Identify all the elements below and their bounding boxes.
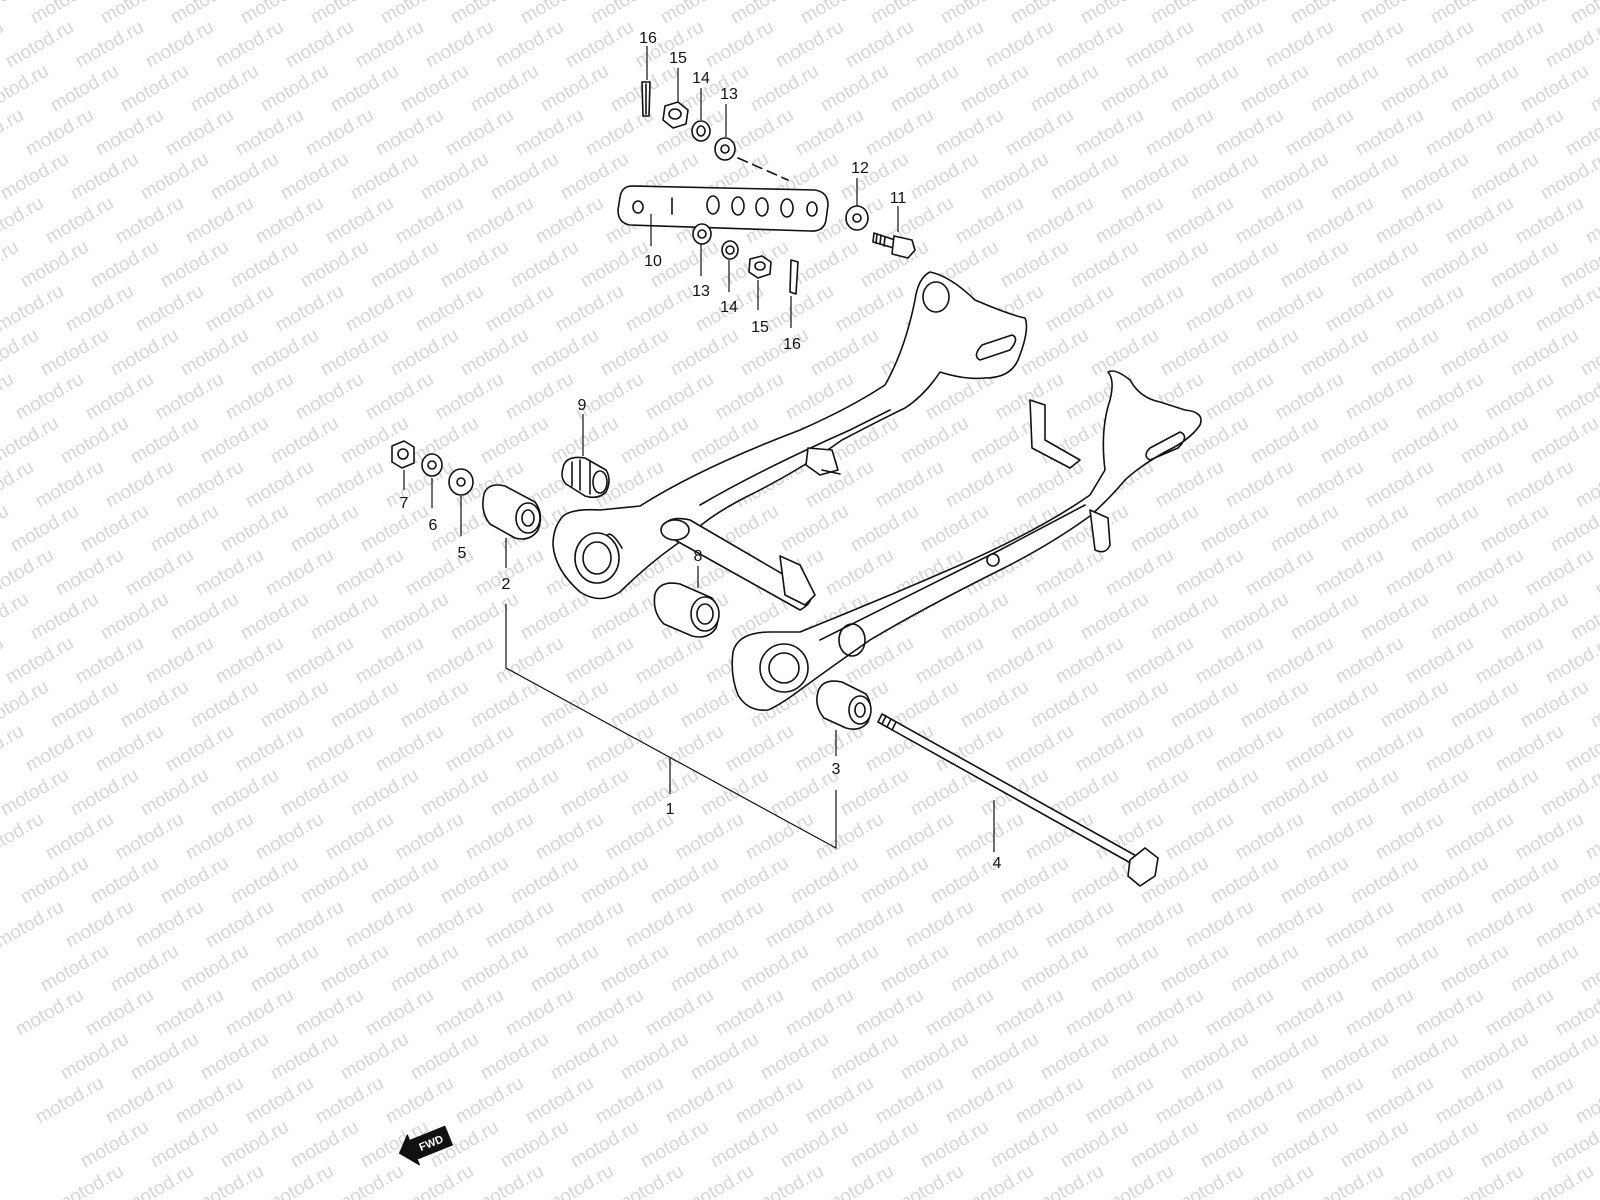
callout-6: 6 (429, 517, 438, 534)
callout-8: 8 (694, 548, 703, 565)
watermark-text: motod.ru (0, 61, 52, 117)
watermark-text: motod.ru (1547, 1117, 1600, 1173)
callout-10: 10 (644, 253, 662, 270)
watermark-text: motod.ru (1582, 809, 1600, 865)
watermark-text: motod.ru (1582, 193, 1600, 249)
callout-14-bottom: 14 (720, 299, 738, 316)
callout-16-top: 16 (639, 30, 657, 47)
callout-13-bottom: 13 (692, 283, 710, 300)
callout-16-bottom: 16 (783, 336, 801, 353)
bushing-part-2 (482, 484, 542, 540)
watermark-text: motod.ru (0, 457, 37, 513)
bushing-part-3 (816, 680, 872, 730)
watermark-text: motod.ru (0, 17, 7, 73)
washer-part-5 (448, 468, 474, 496)
callout-15-top: 15 (669, 50, 687, 67)
watermark-text: motod.ru (1577, 325, 1600, 381)
callout-3: 3 (832, 761, 841, 778)
watermark-text: motod.ru (1567, 589, 1600, 645)
watermark-text: motod.ru (0, 545, 57, 601)
watermark-text: motod.ru (0, 237, 22, 293)
bushing-part-8 (653, 582, 720, 638)
callout-11: 11 (890, 190, 907, 207)
washer-part-6 (421, 453, 443, 477)
callout-14-top: 14 (692, 70, 710, 87)
watermark-text: motod.ru (1587, 61, 1600, 117)
watermark-text: motod.ru (1587, 677, 1600, 733)
leader-lines (403, 46, 995, 852)
callout-4: 4 (993, 855, 1002, 872)
callout-5: 5 (458, 545, 467, 562)
bushing-part-9 (561, 456, 610, 499)
watermark-text: motod.ru (1542, 633, 1600, 689)
plate-part-10 (617, 185, 829, 232)
watermark-text: motod.ru (1577, 941, 1600, 997)
watermark-text: motod.ru (0, 677, 52, 733)
watermark-text: motod.ru (0, 0, 32, 28)
watermark-text: motod.ru (0, 105, 27, 161)
nut-part-7 (391, 440, 415, 469)
callout-numbers: 16 15 14 13 12 11 10 13 14 15 16 9 7 6 5… (400, 30, 1002, 872)
fwd-direction-badge: FWD (399, 1125, 453, 1166)
callout-12: 12 (851, 160, 869, 177)
watermark-text: motod.ru (0, 413, 62, 469)
hardware-top (641, 81, 916, 295)
watermark-text: motod.ru (0, 369, 17, 425)
watermark-text: motod.ru (1572, 1073, 1600, 1129)
watermark-text: motod.ru (0, 721, 27, 777)
watermark-text: motod.ru (0, 897, 67, 953)
watermark-text: motod.ru (1572, 457, 1600, 513)
watermark-text: motod.ru (1542, 17, 1600, 73)
watermark-text: motod.ru (0, 501, 12, 557)
callout-2: 2 (502, 576, 511, 593)
callout-9: 9 (578, 397, 587, 414)
watermark-text: motod.ru (1537, 765, 1600, 821)
watermark-text: motod.ru (0, 589, 32, 645)
watermark-text: motod.ru (1547, 501, 1600, 557)
callout-13-top: 13 (720, 86, 738, 103)
callout-7: 7 (400, 495, 409, 512)
axle-bolt-part-4 (877, 713, 1159, 887)
callout-1: 1 (666, 801, 675, 818)
watermark-text: motod.ru (0, 633, 7, 689)
swing-arm-part-1 (552, 271, 1202, 712)
watermark-text: motod.ru (1537, 149, 1600, 205)
callout-15-bottom: 15 (751, 319, 769, 336)
watermark-text: motod.ru (1592, 545, 1600, 601)
